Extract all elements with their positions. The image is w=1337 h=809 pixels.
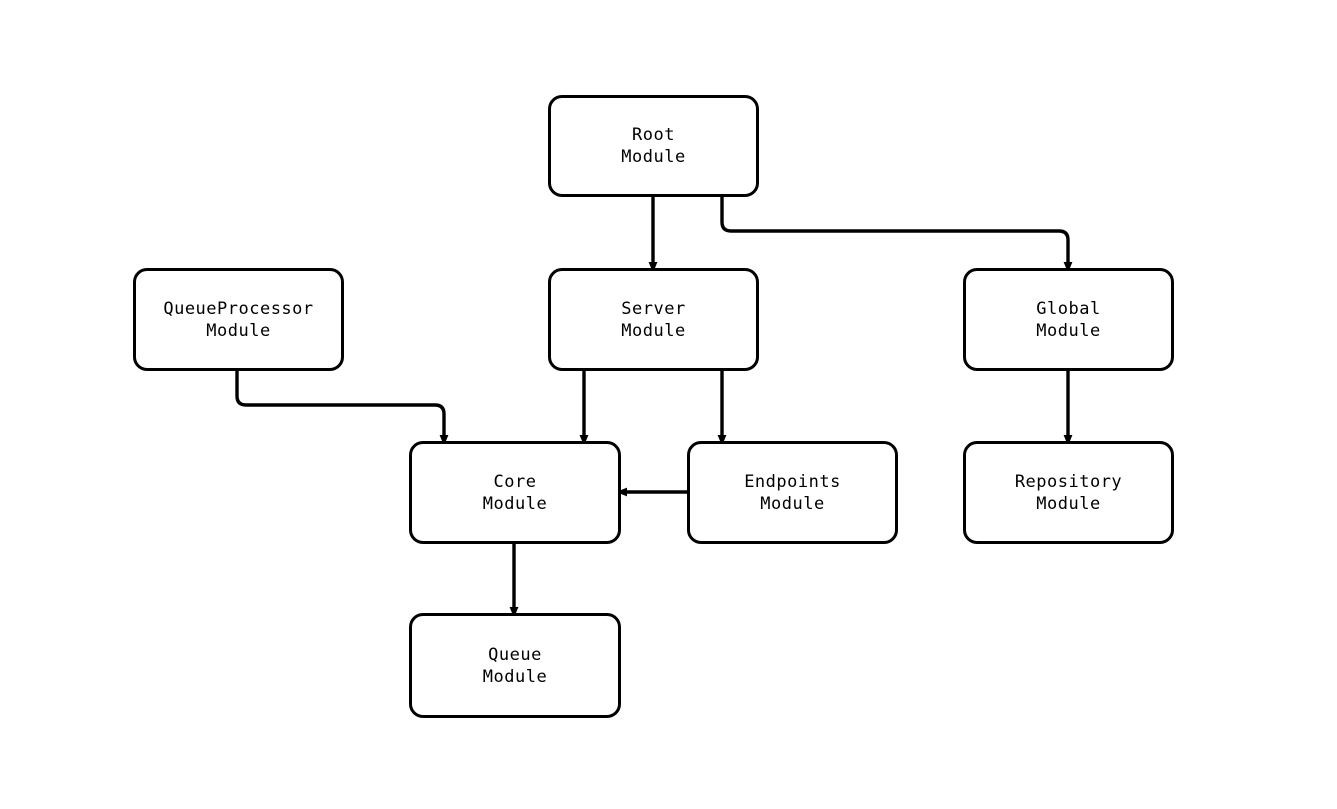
node-label-line2: Module [760,493,825,514]
edge-root-to-global [720,197,1073,273]
node-label-line2: Module [206,320,271,341]
node-label-line1: Core [493,471,537,492]
node-label-line1: Queue [488,644,542,665]
node-label-line2: Module [621,147,686,167]
node-queue-module[interactable]: Queue Module [409,613,621,718]
node-repository-module[interactable]: Repository Module [963,441,1174,544]
node-root-module[interactable]: Root Module [548,95,759,197]
node-label-line1: Endpoints [744,471,841,492]
node-label-line2: Module [1036,493,1101,514]
node-label-line2: Module [482,493,548,514]
node-global-module[interactable]: Global Module [963,268,1174,371]
node-server-module[interactable]: Server Module [548,268,759,371]
node-label-line2: Module [1036,320,1101,341]
node-label-line1: Repository [1014,471,1123,492]
node-label-line2: Module [621,320,686,341]
node-endpoints-module[interactable]: Endpoints Module [687,441,898,544]
node-label-line1: Root [632,125,675,145]
node-label-line1: QueueProcessor [163,298,314,319]
node-label-line1: Server [621,298,686,319]
node-label-line1: Global [1036,298,1101,319]
edge-queueprocessor-to-core [235,371,449,446]
node-core-module[interactable]: Core Module [409,441,621,544]
node-queueprocessor-module[interactable]: QueueProcessor Module [133,268,344,371]
edges-group [235,197,1073,618]
node-label-line2: Module [482,666,548,687]
